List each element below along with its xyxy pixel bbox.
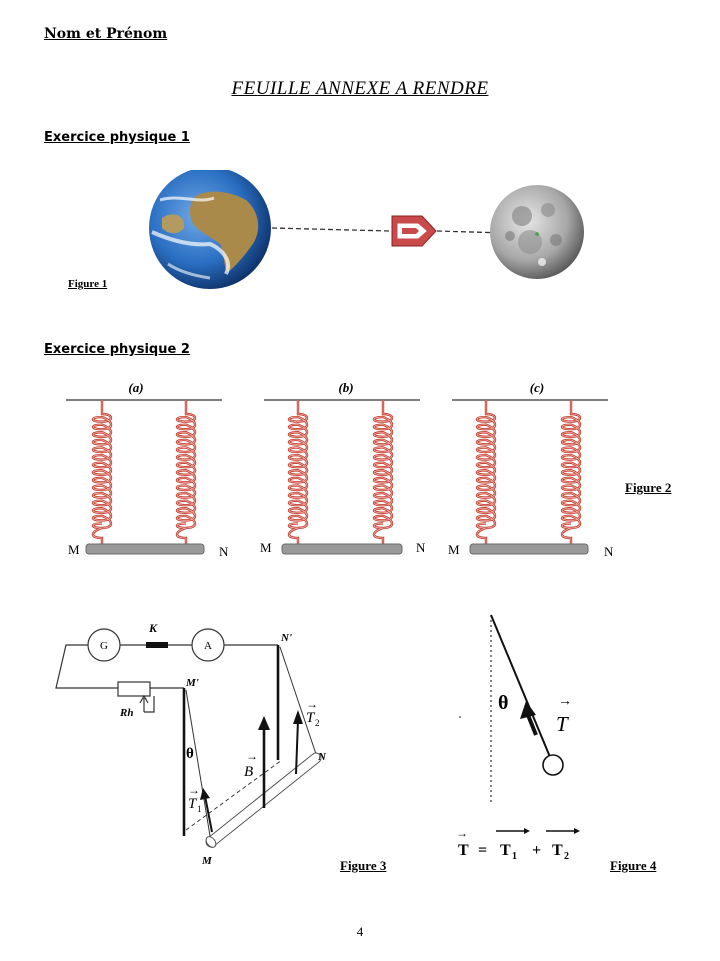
vec-t1-arrow: → (188, 783, 200, 797)
tension-equation: T → = T 1 + T 2 (456, 826, 580, 862)
figure1-label: Figure 1 (68, 278, 108, 290)
eq-plus: + (532, 842, 541, 859)
end-n-label: N (219, 544, 229, 559)
spring-left (475, 400, 497, 544)
vec-t1-sub: 1 (197, 804, 202, 814)
eq-t1-sub: 1 (512, 851, 517, 862)
figure2-panel-a: (a) M N (66, 380, 229, 559)
vec-t2-arrow: → (306, 697, 318, 711)
vec-t2-label: T (306, 710, 316, 726)
angle-theta: θ (186, 746, 194, 762)
ammeter-symbol (191, 628, 225, 662)
point-n-prime: N' (280, 632, 292, 644)
figure4-diagram: θ T → T → = T 1 + T 2 (456, 614, 580, 862)
panel-a-tag: (a) (128, 380, 143, 395)
end-m-label: M (260, 540, 272, 555)
switch-k (146, 642, 168, 648)
spring-left (287, 400, 309, 544)
point-m-prime: M' (185, 677, 199, 689)
generator-symbol (87, 628, 121, 662)
exercise2-heading: Exercice physique 2 (44, 342, 190, 357)
vec-b-label: B (244, 764, 253, 780)
figure2-label: Figure 2 (625, 480, 672, 495)
figure1-diagram (149, 170, 584, 289)
pendulum-bob (542, 754, 564, 776)
point-m: M (201, 855, 213, 867)
vec-t-arrow: → (558, 694, 572, 709)
spring-left (91, 400, 113, 544)
eq-lhs: T (458, 842, 469, 859)
rod (85, 543, 205, 555)
generator-label: G (100, 640, 108, 652)
angle-theta: θ (498, 692, 508, 714)
eq-t1: T (500, 842, 511, 859)
spring-right (560, 400, 582, 544)
figure2-panel-c: (c) M N (448, 380, 614, 559)
spring-right (175, 400, 197, 544)
spacecraft-icon (391, 215, 437, 247)
point-n: N (317, 751, 327, 763)
figure2-diagram: (a) M N (b) M N (c) M N (66, 380, 614, 559)
vec-t1-label: T (188, 796, 198, 812)
eq-t2-sub: 2 (564, 851, 569, 862)
spring-right (372, 400, 394, 544)
earth-image (149, 170, 271, 289)
exercise1-heading: Exercice physique 1 (44, 130, 190, 145)
page-title: FEUILLE ANNEXE A RENDRE (231, 78, 489, 99)
ammeter-label: A (204, 640, 212, 652)
end-m-label: M (68, 542, 80, 557)
end-n-label: N (416, 540, 426, 555)
moon-image (490, 185, 584, 279)
figure2-panel-b: (b) M N (260, 380, 426, 555)
rod (469, 543, 589, 555)
vec-t2-sub: 2 (315, 718, 320, 728)
name-label: Nom et Prénom (44, 26, 168, 42)
page-number: 4 (356, 924, 364, 939)
panel-b-tag: (b) (338, 380, 353, 395)
figure4-label: Figure 4 (610, 858, 657, 873)
eq-equals: = (478, 842, 487, 859)
rheostat-symbol (117, 681, 151, 697)
figure3-label: Figure 3 (340, 858, 387, 873)
rod (281, 543, 403, 555)
eq-lhs-arrow: → (456, 826, 468, 840)
end-m-label: M (448, 542, 460, 557)
end-n-label: N (604, 544, 614, 559)
vec-b-arrow: → (246, 749, 258, 763)
panel-c-tag: (c) (530, 380, 544, 395)
eq-t2: T (552, 842, 563, 859)
vec-t-label: T (556, 712, 569, 736)
rheostat-label: Rh (119, 707, 133, 719)
figure3-diagram: G K A Rh M' N' M N θ B → T 1 → T 2 → (55, 621, 327, 867)
switch-label: K (148, 621, 158, 635)
